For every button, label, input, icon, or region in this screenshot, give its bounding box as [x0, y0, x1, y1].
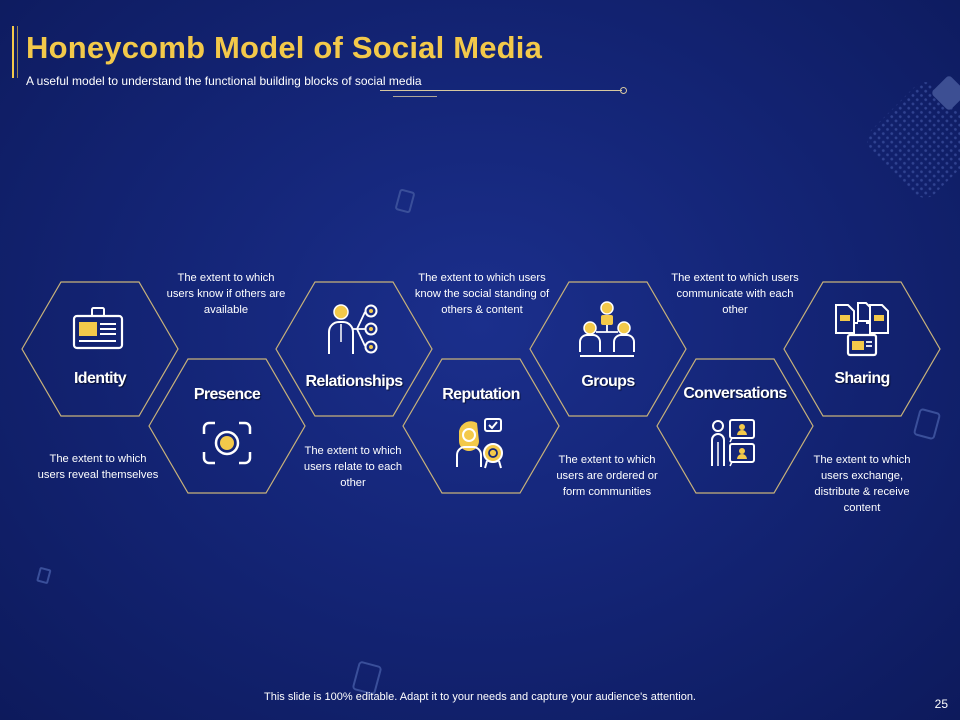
- block-label-identity: Identity: [73, 370, 127, 387]
- block-description-reputation: The extent to which users know the socia…: [414, 272, 550, 316]
- slide-title: Honeycomb Model of Social Media: [26, 30, 543, 65]
- slide-footer: This slide is 100% editable. Adapt it to…: [264, 691, 696, 703]
- block-description-presence: The extent to which users know if others…: [166, 272, 286, 316]
- network-person-icon: [328, 304, 378, 354]
- block-label-sharing: Sharing: [834, 370, 890, 387]
- slide-subtitle: A useful model to understand the functio…: [26, 74, 422, 88]
- conversation-icon: [711, 419, 755, 467]
- block-label-groups: Groups: [581, 373, 635, 390]
- hexagon-identity: [21, 281, 179, 417]
- block-label-conversations: Conversations: [683, 385, 787, 402]
- block-label-presence: Presence: [193, 386, 261, 403]
- id-card-icon: [72, 307, 124, 350]
- block-label-relationships: Relationships: [305, 373, 403, 390]
- hexagon-relationships: [275, 281, 433, 417]
- hexagon-conversations: [656, 358, 814, 494]
- block-description-relationships: The extent to which users relate to each…: [303, 445, 403, 489]
- title-accent-bar-thin: [17, 26, 18, 78]
- group-hierarchy-icon: [579, 301, 635, 357]
- documents-share-icon: [835, 302, 889, 357]
- hexagon-groups: [529, 281, 687, 417]
- block-description-conversations: The extent to which users communicate wi…: [671, 272, 799, 316]
- page-number: 25: [934, 697, 948, 711]
- block-description-groups: The extent to which users are ordered or…: [556, 454, 658, 498]
- award-person-icon: [456, 418, 503, 469]
- block-description-sharing: The extent to which users exchange, dist…: [813, 454, 911, 514]
- block-description-identity: The extent to which users reveal themsel…: [37, 453, 159, 481]
- focus-target-icon: [202, 421, 252, 465]
- hexagon-reputation: [402, 358, 560, 494]
- subtitle-underline: [380, 90, 622, 91]
- hexagon-sharing: [783, 281, 941, 417]
- title-accent-bar: [12, 26, 14, 78]
- block-label-reputation: Reputation: [442, 386, 520, 403]
- subtitle-underline-short: [393, 96, 437, 97]
- subtitle-underline-dot: [620, 87, 627, 94]
- hexagon-presence: [148, 358, 306, 494]
